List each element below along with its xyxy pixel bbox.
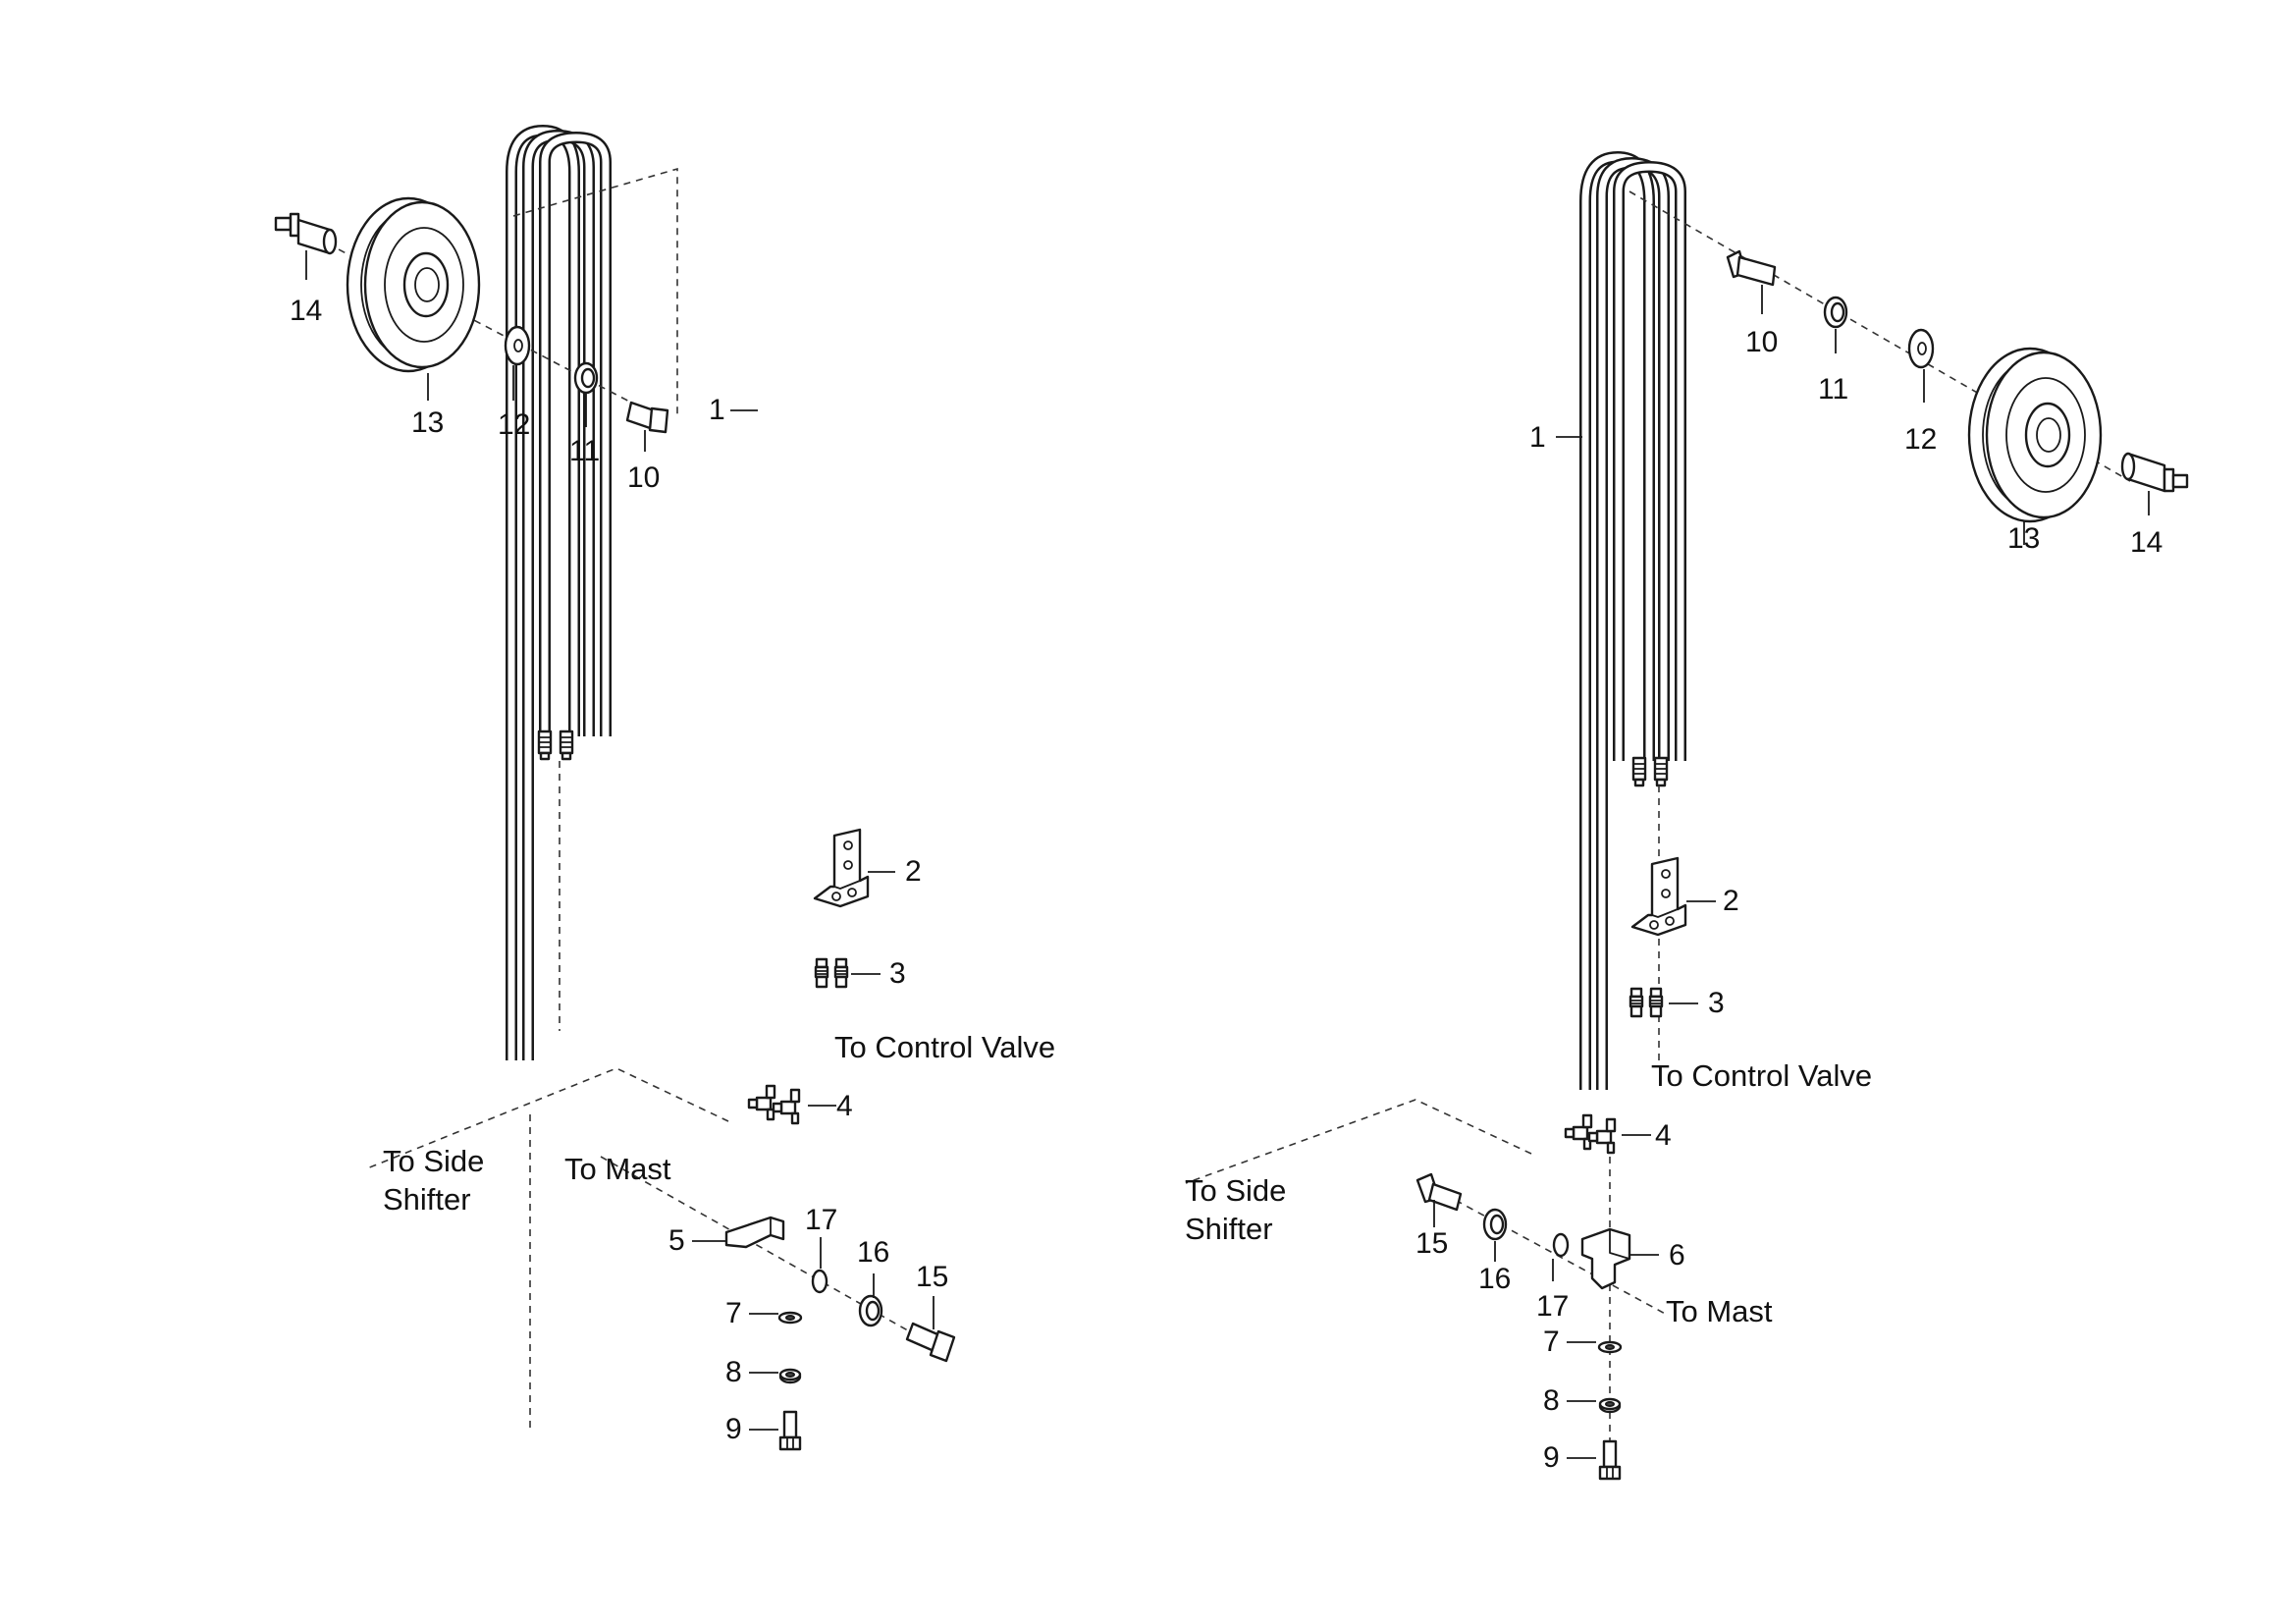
note-to-control-valve: To Control Valve — [1651, 1058, 1872, 1093]
callout-8: 8 — [725, 1356, 742, 1388]
fitting-4-right — [1587, 1117, 1617, 1155]
bolt-9-right — [1598, 1439, 1622, 1481]
pulley-13-right — [1967, 347, 2103, 523]
callout-10: 10 — [1745, 326, 1778, 358]
callout-5: 5 — [668, 1224, 685, 1257]
callout-3: 3 — [1708, 987, 1725, 1019]
callout-12: 12 — [1904, 423, 1937, 456]
callout-11: 11 — [1818, 373, 1848, 406]
callout-14: 14 — [2130, 526, 2163, 559]
adapter-3-right — [1629, 987, 1644, 1018]
washer-16-left — [858, 1294, 883, 1327]
washer-11-right — [1823, 296, 1848, 329]
note-to-mast: To Mast — [564, 1152, 671, 1186]
callout-6: 6 — [1669, 1239, 1685, 1272]
callout-3: 3 — [889, 957, 906, 990]
callout-13: 13 — [2007, 522, 2040, 555]
hose-end-fitting — [1631, 756, 1647, 787]
callout-16: 16 — [1478, 1263, 1511, 1295]
nut-8-right — [1598, 1397, 1622, 1414]
pin-10-left — [625, 401, 669, 434]
callout-8: 8 — [1543, 1384, 1560, 1417]
fitting-4-left — [747, 1084, 776, 1121]
bolt-15-left — [905, 1322, 956, 1363]
washer-12-left — [504, 325, 531, 366]
pulley-13-left — [346, 196, 481, 373]
fitting-4-right — [1564, 1113, 1593, 1151]
washer-7-right — [1597, 1340, 1623, 1354]
leader-lines-left — [305, 250, 934, 1431]
nut-8-left — [778, 1368, 802, 1384]
note-to-side-shifter-line1: To Side — [1185, 1173, 1286, 1208]
callout-15: 15 — [1415, 1227, 1448, 1260]
callout-7: 7 — [1543, 1326, 1560, 1358]
o-ring-17-right — [1552, 1232, 1570, 1258]
pin-10-right — [1726, 249, 1777, 287]
hose-end-fitting — [1653, 756, 1669, 787]
assembly-line — [529, 761, 561, 1434]
assembly-line — [1432, 1187, 1670, 1317]
callout-13: 13 — [411, 406, 444, 439]
washer-12-right — [1907, 328, 1935, 369]
callout-2: 2 — [1723, 885, 1739, 917]
washer-11-left — [573, 361, 599, 395]
adapter-3-left — [833, 957, 849, 989]
assembly-line — [600, 1156, 943, 1351]
hose-1-left — [506, 125, 612, 1060]
pin-14-left — [274, 212, 338, 255]
assembly-line — [1609, 785, 1660, 1468]
o-ring-17-left — [811, 1269, 828, 1294]
callout-9: 9 — [1543, 1441, 1560, 1474]
hose-1-right — [1579, 151, 1686, 1090]
callout-11: 11 — [569, 435, 600, 467]
pin-14-right — [2120, 452, 2189, 493]
adapter-3-left — [814, 957, 829, 989]
assembly-line — [1185, 1099, 1532, 1184]
callout-10: 10 — [627, 461, 660, 494]
callout-4: 4 — [836, 1090, 853, 1122]
bracket-2-left — [813, 828, 870, 908]
callout-2: 2 — [905, 855, 922, 888]
callout-15: 15 — [916, 1261, 948, 1293]
bracket-6-right — [1580, 1227, 1631, 1290]
callout-9: 9 — [725, 1413, 742, 1445]
note-to-mast: To Mast — [1666, 1294, 1773, 1328]
callout-16: 16 — [857, 1236, 889, 1269]
bolt-15-right — [1415, 1172, 1463, 1212]
callout-12: 12 — [498, 408, 530, 441]
callout-4: 4 — [1655, 1119, 1672, 1152]
bracket-5-left — [724, 1216, 785, 1249]
fitting-4-left — [772, 1088, 801, 1125]
note-to-control-valve: To Control Valve — [834, 1030, 1055, 1064]
washer-7-left — [777, 1311, 803, 1325]
callout-14: 14 — [290, 295, 322, 327]
right-assembly: 1 2 3 4 6 7 8 9 10 11 12 13 14 15 16 17 … — [1185, 151, 2189, 1481]
leader-lines-right — [1433, 285, 2150, 1459]
callout-1: 1 — [1529, 421, 1546, 454]
adapter-3-right — [1648, 987, 1664, 1018]
assembly-line — [512, 167, 678, 417]
note-to-side-shifter-line2: Shifter — [1185, 1212, 1273, 1246]
bracket-2-right — [1630, 856, 1687, 937]
callout-7: 7 — [725, 1297, 742, 1329]
callout-1: 1 — [709, 394, 725, 426]
washer-16-right — [1482, 1208, 1508, 1241]
hose-end-fitting — [537, 730, 553, 761]
bolt-9-left — [778, 1410, 802, 1451]
hose-end-fitting — [559, 730, 574, 761]
callout-17: 17 — [805, 1204, 837, 1236]
assembly-line — [366, 1067, 729, 1169]
left-assembly: 1 2 3 4 5 7 8 9 10 11 12 13 14 15 16 17 … — [274, 125, 1055, 1451]
callout-17: 17 — [1536, 1290, 1569, 1323]
note-to-side-shifter-line2: Shifter — [383, 1182, 471, 1217]
note-to-side-shifter-line1: To Side — [383, 1144, 484, 1178]
